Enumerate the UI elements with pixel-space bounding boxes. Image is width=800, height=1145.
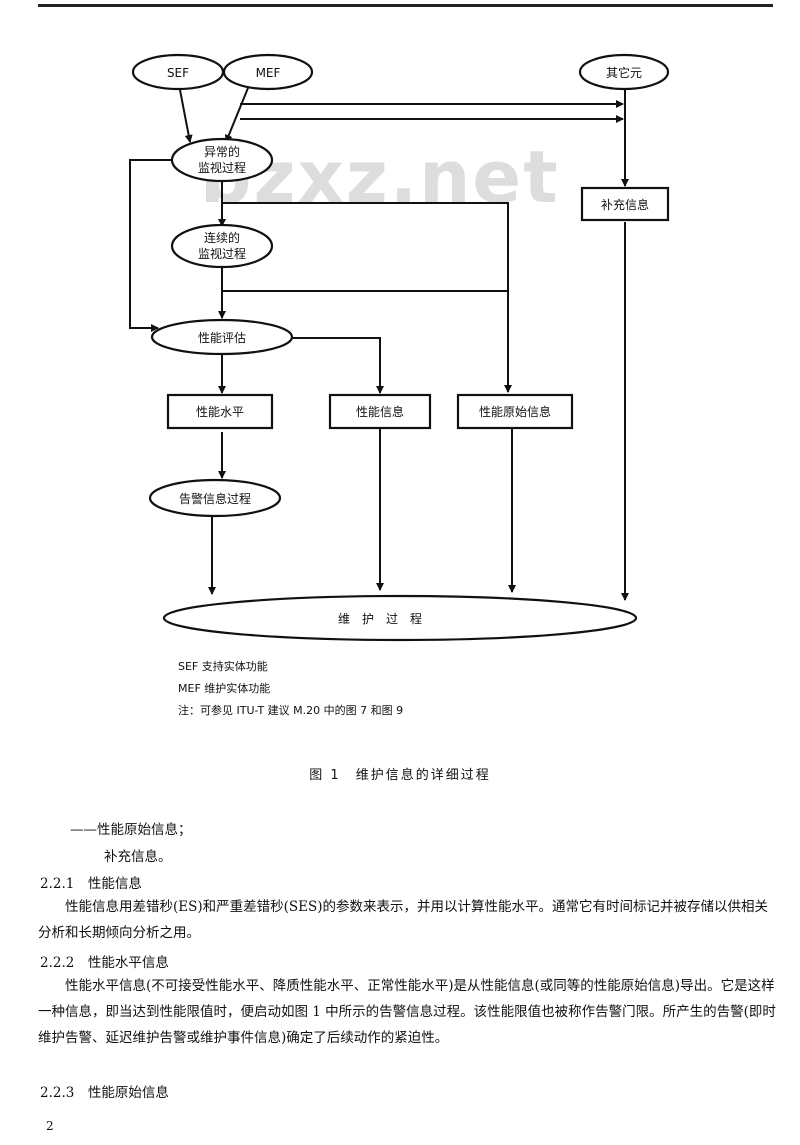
legend-mef: MEF 维护实体功能 — [178, 682, 271, 695]
mef-node — [222, 53, 314, 91]
page-number: 2 — [46, 1119, 54, 1133]
sef-label: SEF — [167, 66, 189, 80]
perf-info-box — [328, 393, 432, 430]
continuous-process-node — [170, 223, 274, 269]
maintenance-process-node — [162, 594, 638, 642]
arrow-eval-to-info — [290, 337, 384, 394]
section-2-2-3-heading: 2.2.3 性能原始信息 — [40, 1085, 169, 1101]
perf-level-label: 性能水平 — [196, 405, 244, 419]
abnormal-process-label-2: 监视过程 — [198, 160, 246, 175]
continuous-process-label-1: 连续的 — [204, 230, 240, 245]
arrow-abnormal-to-raw — [222, 202, 512, 393]
arrow-abnormal-to-eval — [129, 159, 178, 332]
perf-level-box — [166, 393, 274, 430]
legend-note: 注：可参见 ITU-T 建议 M.20 中的图 7 和图 9 — [178, 704, 404, 717]
alarm-process-label: 告警信息过程 — [179, 491, 251, 506]
supp-info-label: 补充信息 — [601, 197, 649, 212]
section-2-2-2-heading: 2.2.2 性能水平信息 — [40, 955, 169, 971]
maintenance-process-label: 维 护 过 程 — [338, 611, 422, 626]
perf-info-label: 性能信息 — [356, 404, 404, 419]
abnormal-process-label-1: 异常的 — [204, 144, 240, 159]
abnormal-process-node — [170, 137, 274, 183]
arrow-sef-to-abnormal — [179, 89, 193, 143]
legend-sef: SEF 支持实体功能 — [178, 660, 268, 673]
section-2-2-1-text: 性能信息用差错秒(ES)和严重差错秒(SES)的参数来表示，并用以计算性能水平。… — [38, 899, 769, 941]
other-unit-node — [578, 53, 670, 91]
top-rule — [38, 4, 773, 7]
arrow-mef-to-abnormal — [224, 87, 249, 143]
perf-eval-label: 性能评估 — [198, 331, 246, 345]
section-2-2-1-heading: 2.2.1 性能信息 — [40, 876, 142, 892]
continuous-process-label-2: 监视过程 — [198, 246, 246, 261]
other-unit-label: 其它元 — [606, 65, 642, 80]
alarm-process-node — [148, 478, 282, 518]
list-item-supp-info: 补充信息。 — [104, 849, 172, 865]
section-2-2-2-text: 性能水平信息(不可接受性能水平、降质性能水平、正常性能水平)是从性能信息(或同等… — [38, 978, 776, 1046]
list-item-raw-info: ——性能原始信息； — [70, 822, 192, 838]
perf-raw-info-label: 性能原始信息 — [479, 404, 551, 419]
perf-raw-info-box — [456, 393, 574, 430]
supp-info-box — [580, 186, 670, 222]
perf-eval-node — [150, 318, 294, 356]
process-diagram: SEF MEF 其它元 异常的 监视过程 连续的 监视过程 性能评估 补充信息 … — [129, 53, 670, 642]
mef-label: MEF — [256, 66, 281, 80]
figure-caption: 图 1 维护信息的详细过程 — [309, 768, 491, 783]
